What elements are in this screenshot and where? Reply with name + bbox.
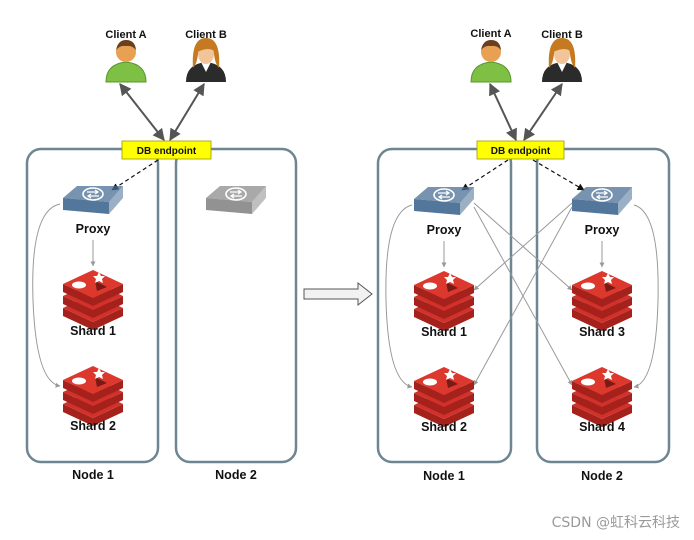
client-b-label: Client B [541,29,583,41]
proxy-1-label: Proxy [427,223,462,237]
shard-4-label: Shard 4 [579,420,625,434]
shard-2-label: Shard 2 [421,420,467,434]
watermark: CSDN @虹科云科技 [551,515,680,531]
node-2-label: Node 2 [581,469,623,483]
client-a-icon [105,39,147,83]
client-b-icon [542,38,582,82]
client-b-link [169,82,205,142]
shard-2-icon [414,367,474,427]
proxy-1-icon [413,186,475,216]
node-1-box [376,147,513,464]
right-diagram: Client A Client B DB endpoint Proxy Prox… [376,28,671,483]
proxy-2-label: Proxy [585,223,620,237]
proxy-2-icon [571,186,633,216]
shard-2-icon [63,366,123,426]
node-1-box [25,147,160,464]
node-2-box [174,147,298,464]
shard-3-icon [572,271,632,331]
node-2-box [535,147,671,464]
shard-2-label: Shard 2 [70,419,116,433]
transition-arrow [303,281,373,307]
client-a-label: Client A [105,29,146,41]
shard-1-icon [63,270,123,330]
endpoint-to-proxy-2-link [532,159,585,191]
shard-1-label: Shard 1 [70,324,116,338]
proxy-label: Proxy [76,222,111,236]
shard-4-icon [572,367,632,427]
proxy-icon [62,185,124,215]
proxy-2-to-shard-2-link [473,206,573,386]
client-b-link [523,83,563,141]
node-1-label: Node 1 [423,469,465,483]
endpoint-to-proxy-link [111,159,159,191]
node-1-label: Node 1 [72,468,114,482]
shard-3-label: Shard 3 [579,325,625,339]
client-b-label: Client B [185,29,227,41]
db-endpoint-label: DB endpoint [137,146,197,157]
proxy-2-to-shard-4-link [633,204,659,389]
client-a-icon [470,39,512,83]
shard-1-icon [414,271,474,331]
endpoint-to-proxy-1-link [461,159,509,191]
db-endpoint-box [121,140,212,160]
client-b-icon [186,38,226,82]
proxy-to-shard-2-link [32,203,61,388]
node-2-label: Node 2 [215,468,257,482]
db-endpoint-label: DB endpoint [491,146,551,157]
proxy-1-to-shard-2-link [385,204,413,389]
client-a-label: Client A [470,28,511,40]
proxy-2-to-shard-1-link [473,202,573,291]
proxy-inactive-icon [205,185,267,215]
client-a-link [489,82,517,142]
left-diagram: Client A Client B DB endpoint Proxy Shar… [25,29,298,482]
client-a-link [119,83,165,141]
db-endpoint-box [476,140,565,160]
shard-1-label: Shard 1 [421,325,467,339]
